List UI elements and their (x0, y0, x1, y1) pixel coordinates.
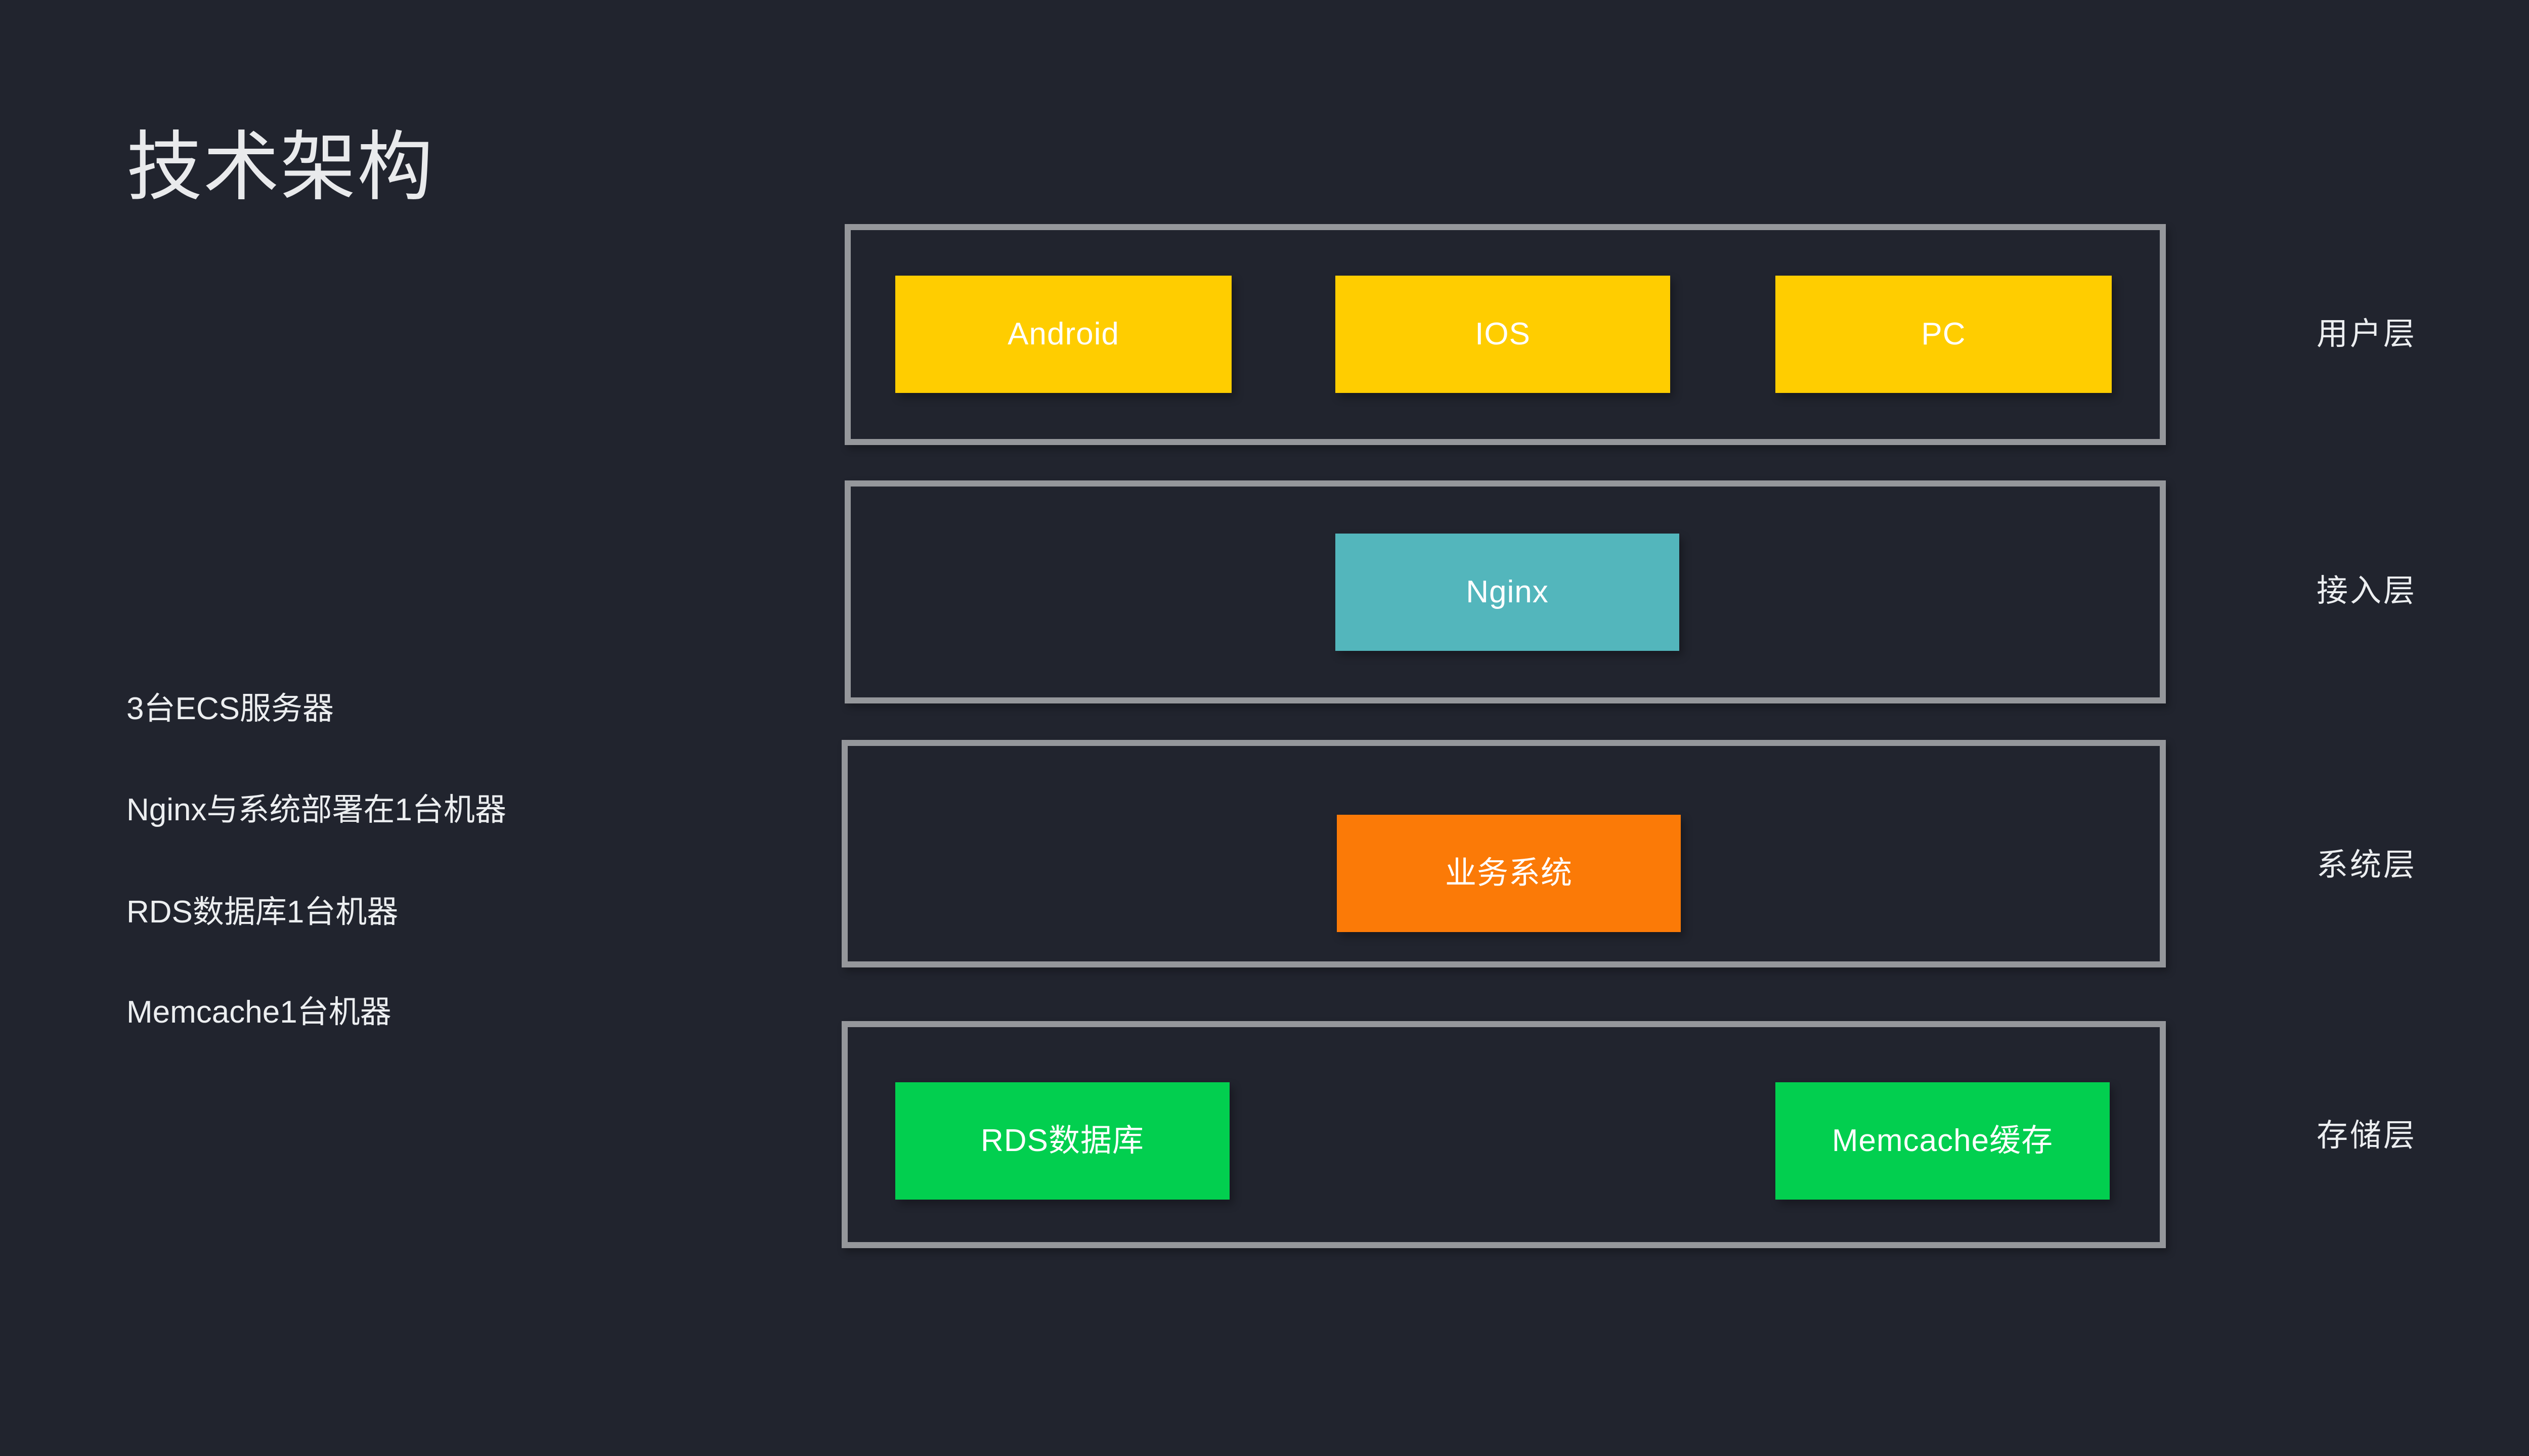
component-business-system[interactable]: 业务系统 (1337, 815, 1681, 932)
component-pc[interactable]: PC (1775, 276, 2112, 393)
component-android[interactable]: Android (895, 276, 1232, 393)
layer-label-system: 系统层 (2317, 848, 2417, 883)
component-rds-database[interactable]: RDS数据库 (895, 1082, 1230, 1200)
layer-frame-user (845, 224, 2166, 445)
note-item-nginx: Nginx与系统部署在1台机器 (126, 792, 506, 827)
component-nginx[interactable]: Nginx (1335, 534, 1679, 651)
component-ios[interactable]: IOS (1335, 276, 1670, 393)
component-memcache[interactable]: Memcache缓存 (1775, 1082, 2110, 1200)
note-item-rds: RDS数据库1台机器 (126, 895, 399, 930)
note-item-ecs: 3台ECS服务器 (126, 691, 334, 726)
layer-frame-storage (842, 1021, 2166, 1248)
layer-frame-access (845, 480, 2166, 703)
layer-label-access: 接入层 (2317, 573, 2417, 608)
layer-label-storage: 存储层 (2317, 1118, 2417, 1153)
page-title: 技术架构 (126, 124, 434, 209)
layer-frame-system (842, 740, 2166, 967)
layer-label-user: 用户层 (2317, 317, 2417, 351)
note-item-memcache: Memcache1台机器 (126, 995, 391, 1030)
